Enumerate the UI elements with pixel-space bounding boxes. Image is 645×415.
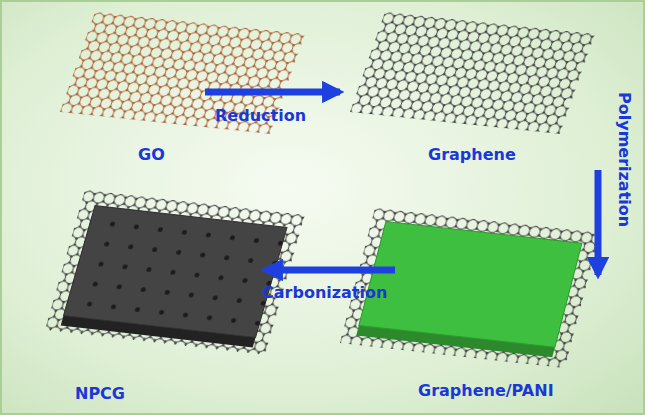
- step-label: Reduction: [215, 106, 306, 126]
- process-arrow: [265, 267, 395, 274]
- step-label: Carbonization: [262, 283, 387, 303]
- step-label: Polymerization: [614, 92, 634, 227]
- sheet-label: GO: [138, 145, 165, 165]
- sheet-node: Graphene/PANI: [395, 275, 605, 405]
- sheet-node: Graphene: [340, 15, 605, 170]
- sheet-node: GO: [60, 15, 205, 170]
- sheet-label: Graphene/PANI: [418, 381, 554, 401]
- sheet-label: NPCG: [75, 384, 125, 404]
- process-arrow: [595, 170, 602, 275]
- process-arrow: [205, 89, 340, 96]
- sheet-label: Graphene: [428, 145, 516, 165]
- sheet-node: NPCG: [40, 180, 265, 405]
